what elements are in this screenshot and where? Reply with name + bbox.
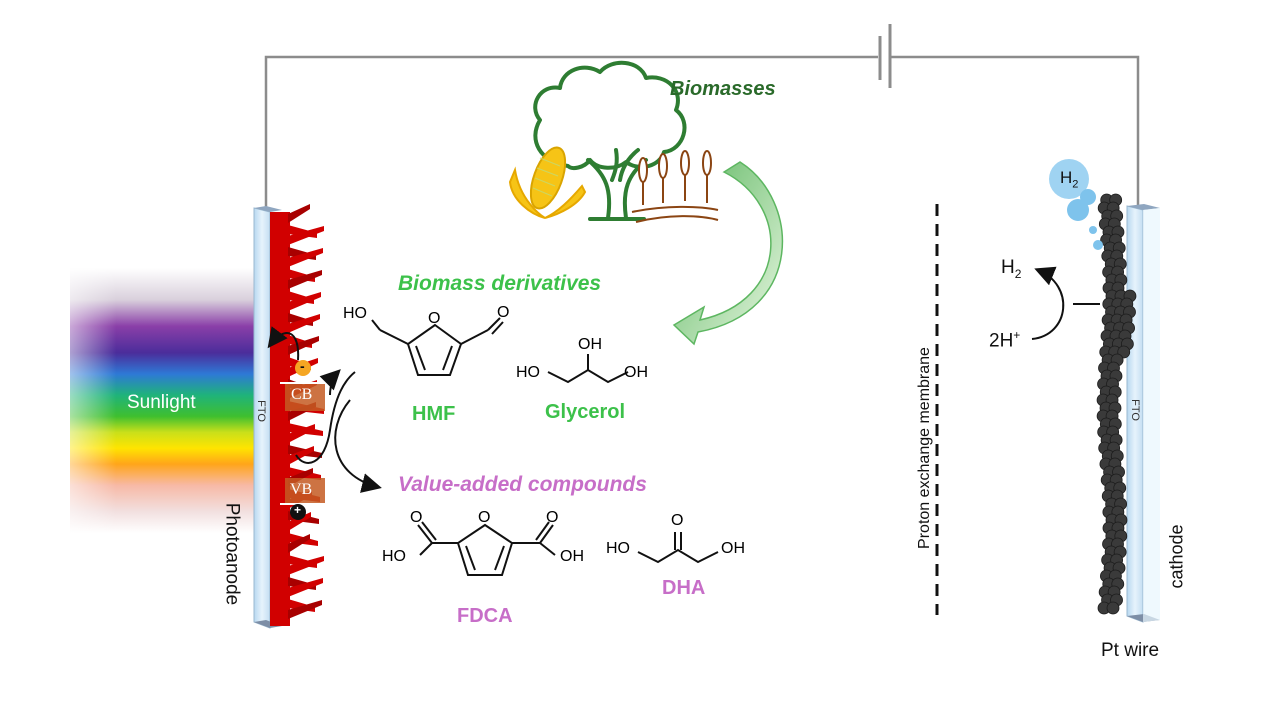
- hole-dot: [290, 504, 306, 520]
- corn-icon: [508, 146, 587, 219]
- dha-oh: OH: [721, 540, 745, 557]
- tree-icon: [533, 60, 687, 221]
- biomass-derivatives-label: Biomass derivatives: [398, 272, 602, 295]
- fto-left-label: FTO: [254, 400, 267, 422]
- pt-particle: [1106, 601, 1120, 615]
- hmf-ring-o: O: [428, 310, 441, 327]
- battery-symbol: [878, 24, 892, 88]
- photoanode-nanostructure: [270, 204, 324, 626]
- h2-product-sub: 2: [1014, 266, 1022, 281]
- dha-structure: [637, 532, 719, 564]
- membrane-label: Proton exchange membrane: [916, 347, 933, 549]
- dha-ho: HO: [606, 540, 630, 557]
- glycerol-oh-top: OH: [578, 336, 602, 353]
- electron-dot: [295, 360, 311, 376]
- glycerol-oh-right: OH: [624, 364, 648, 381]
- h2-product-label: H2: [1001, 257, 1021, 281]
- nanorod: [288, 226, 324, 245]
- glycerol-label: Glycerol: [545, 401, 626, 423]
- nanorod: [288, 292, 321, 311]
- wheat-icon: [631, 150, 719, 223]
- photoanode-red-film: [270, 212, 290, 626]
- hmf-structure: [371, 317, 504, 376]
- protons-text: 2H: [989, 330, 1014, 352]
- nanorod: [288, 314, 320, 333]
- glycerol-ho-left: HO: [516, 364, 540, 381]
- protons-label: 2H+: [989, 328, 1020, 352]
- hydrogen-reaction-arrow: [1031, 266, 1100, 340]
- cb-label: CB: [291, 386, 313, 403]
- electron-sign: -: [300, 358, 305, 374]
- nanorod: [288, 446, 314, 465]
- charge-transfer-arrows: [267, 326, 382, 493]
- h2-bubble-h: H: [1060, 168, 1073, 187]
- fdca-o-left: O: [410, 509, 423, 526]
- h2-bubble-sub: 2: [1072, 178, 1079, 191]
- dha-label: DHA: [662, 577, 706, 599]
- fdca-structure: [417, 521, 556, 576]
- conduction-band-box: [285, 383, 325, 411]
- dha-o: O: [671, 512, 684, 529]
- valence-band-box: [285, 478, 325, 504]
- nanorod: [288, 600, 322, 619]
- nanorod: [288, 424, 315, 443]
- h2-product-h: H: [1001, 257, 1015, 278]
- nanorod: [288, 512, 311, 531]
- fdca-oh: OH: [560, 548, 584, 565]
- fdca-ho: HO: [382, 548, 406, 565]
- hole-sign: +: [294, 503, 302, 517]
- fdca-label: FDCA: [457, 605, 513, 627]
- fdca-ring-o: O: [478, 509, 491, 526]
- nanorod: [288, 248, 323, 267]
- value-added-label: Value-added compounds: [398, 473, 647, 496]
- fto-right-label: FTO: [1128, 399, 1141, 421]
- biomasses-label: Biomasses: [670, 78, 776, 100]
- hmf-aldehyde-o: O: [497, 304, 510, 321]
- vb-label: VB: [290, 481, 313, 498]
- hmf-label: HMF: [412, 403, 456, 425]
- nanorod: [288, 204, 310, 223]
- fdca-o-right: O: [546, 509, 559, 526]
- photoanode-label: Photoanode: [221, 502, 243, 606]
- external-circuit: [264, 55, 1140, 212]
- nanorod: [288, 270, 322, 289]
- cathode-fto-glass: [1126, 204, 1160, 623]
- nanorod: [288, 578, 323, 597]
- nanorod: [288, 556, 324, 575]
- photoanode-fto-glass: [253, 206, 282, 629]
- cathode-label: cathode: [1166, 524, 1187, 589]
- hmf-ho: HO: [343, 305, 367, 322]
- nanorod: [288, 534, 310, 553]
- pt-particles: [1096, 193, 1137, 615]
- nanorod: [288, 336, 319, 355]
- protons-sup: +: [1013, 328, 1021, 342]
- glycerol-structure: [547, 354, 629, 384]
- pt-wire-label: Pt wire: [1101, 640, 1160, 661]
- sunlight-label: Sunlight: [127, 392, 196, 413]
- conversion-arrow: [672, 161, 784, 346]
- h2-bubbles: [1049, 159, 1103, 250]
- h2-bubble-label: H2: [1060, 168, 1078, 190]
